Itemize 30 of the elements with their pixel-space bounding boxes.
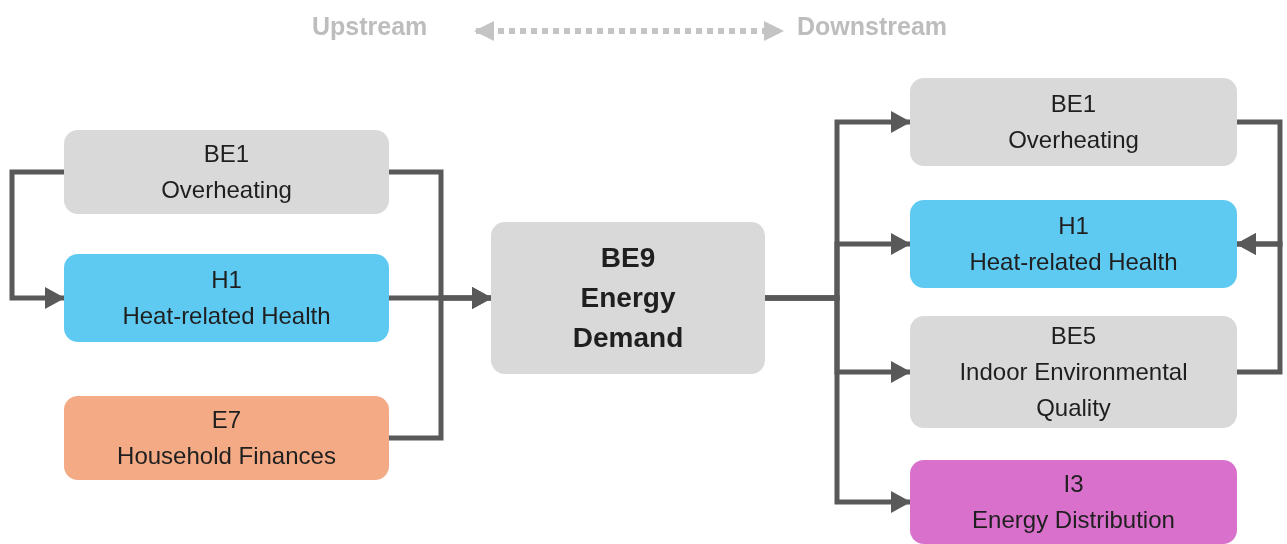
process-box xyxy=(64,396,389,480)
node-label: BE1 xyxy=(203,139,250,169)
node-label: Energy Distribution xyxy=(972,505,1175,535)
connector-arrow xyxy=(1236,233,1283,375)
connector-arrow xyxy=(9,169,65,309)
direction-label: Upstream xyxy=(312,12,428,41)
node-label: Heat-related Health xyxy=(122,301,331,331)
process-box xyxy=(64,254,389,342)
connector-arrow xyxy=(389,287,492,441)
process-box xyxy=(910,78,1237,166)
node-label: Heat-related Health xyxy=(969,247,1178,277)
process-box xyxy=(910,200,1237,288)
process-box xyxy=(910,460,1237,544)
node-label: Overheating xyxy=(161,175,292,205)
node-label: E7 xyxy=(211,405,242,435)
node-label: Overheating xyxy=(1008,125,1139,155)
node-label: I3 xyxy=(1063,469,1084,499)
node-label: H1 xyxy=(1058,211,1089,241)
direction-label: Downstream xyxy=(797,12,948,41)
process-box xyxy=(491,222,765,374)
node-label: Household Finances xyxy=(117,441,336,471)
node-label: BE5 xyxy=(1050,321,1097,351)
node-label: H1 xyxy=(211,265,242,295)
node-label: BE1 xyxy=(1050,89,1097,119)
node-label: Indoor Environmental Quality xyxy=(958,357,1189,423)
node-label: Energy Demand xyxy=(571,281,685,355)
process-box xyxy=(64,130,389,214)
node-label: BE9 xyxy=(600,241,656,276)
process-box xyxy=(910,316,1237,428)
connector-arrow xyxy=(765,295,911,513)
